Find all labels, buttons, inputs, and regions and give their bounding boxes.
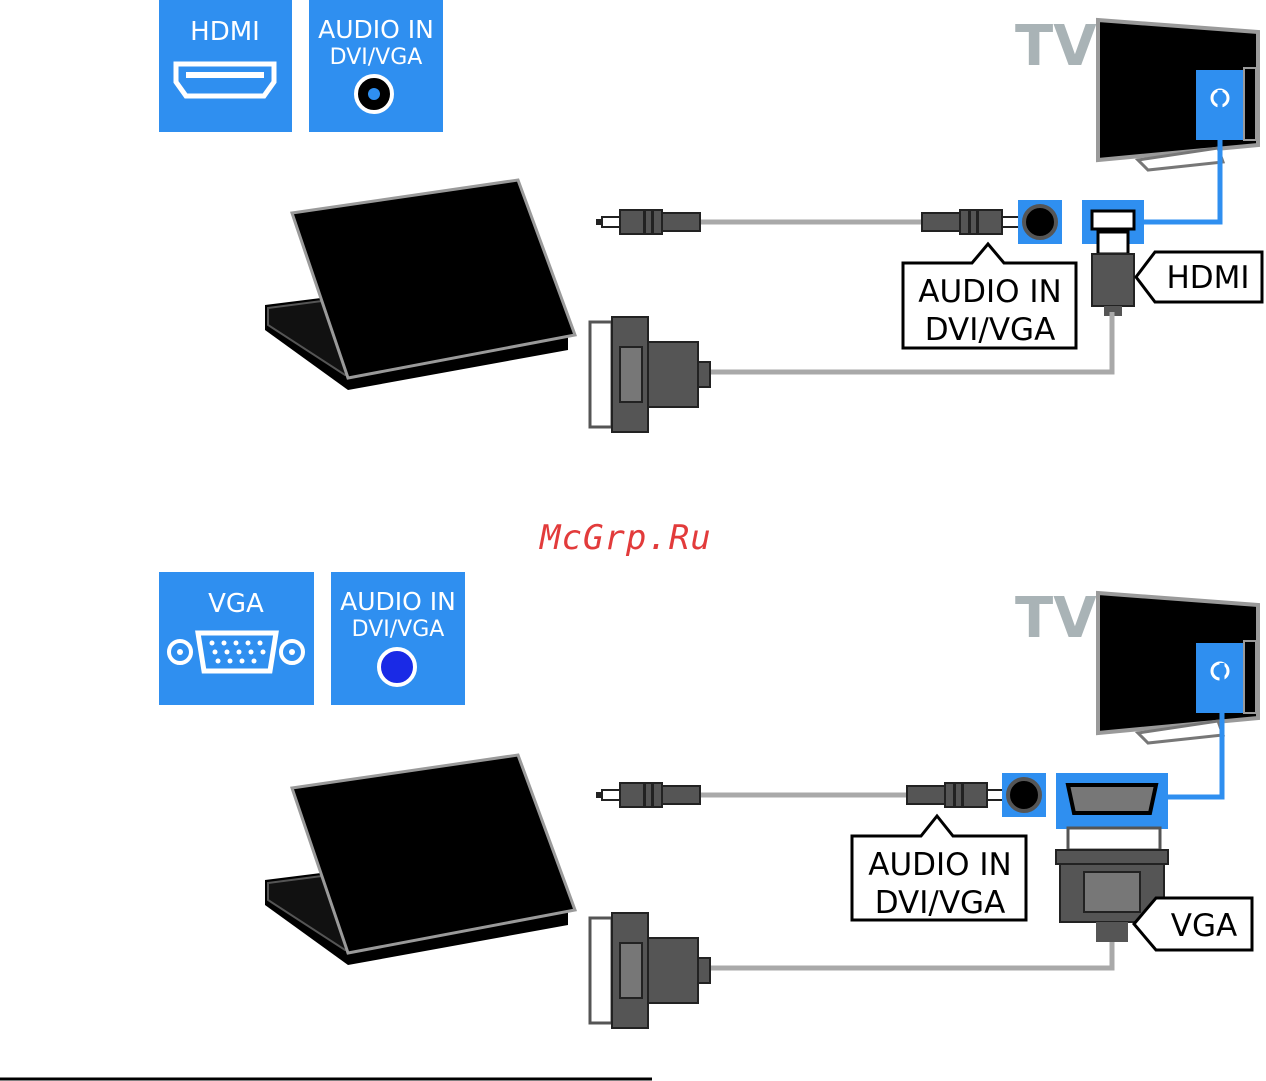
- audio-callout: AUDIO IN DVI/VGA: [903, 244, 1076, 348]
- tv-label: TV: [1015, 14, 1097, 79]
- hdmi-badge-label: HDMI: [190, 17, 260, 47]
- vga-badge-label: VGA: [208, 589, 264, 619]
- vga-callout: VGA: [1134, 898, 1252, 950]
- audio-cable-2: [596, 783, 1011, 807]
- section-vga: VGA AUDIO IN DVI/VGA TV: [159, 572, 1258, 1028]
- laptop-icon-2: [265, 755, 575, 965]
- audio-callout-2: AUDIO IN DVI/VGA: [852, 816, 1026, 921]
- hdmi-badge: HDMI: [159, 0, 292, 132]
- tv-icon-2: [1098, 593, 1258, 743]
- audio-callout-line2: DVI/VGA: [925, 312, 1056, 348]
- audio-in-badge-2: AUDIO IN DVI/VGA: [331, 572, 465, 705]
- vga-callout-label: VGA: [1171, 908, 1237, 944]
- section-hdmi: HDMI AUDIO IN DVI/VGA TV: [159, 0, 1262, 432]
- hdmi-callout-label: HDMI: [1166, 260, 1249, 296]
- laptop-icon: [265, 180, 575, 390]
- audio-badge2-line1: AUDIO IN: [340, 587, 456, 616]
- hdmi-callout: HDMI: [1136, 252, 1262, 302]
- audio-badge-line2: DVI/VGA: [330, 45, 423, 70]
- vga-badge: VGA: [159, 572, 314, 705]
- hdmi-plug: [1092, 232, 1134, 316]
- audio-cable: [596, 210, 1026, 234]
- audio-in-badge: AUDIO IN DVI/VGA: [309, 0, 443, 132]
- tv-icon: [1098, 20, 1258, 170]
- vga-cable-2: [590, 913, 1112, 1028]
- audio-callout2-line2: DVI/VGA: [875, 885, 1006, 921]
- audio-callout-line1: AUDIO IN: [918, 274, 1062, 310]
- audio-badge2-line2: DVI/VGA: [352, 617, 445, 642]
- tv-label-2: TV: [1015, 586, 1097, 651]
- audio-badge-line1: AUDIO IN: [318, 15, 434, 44]
- audio-callout2-line1: AUDIO IN: [868, 847, 1012, 883]
